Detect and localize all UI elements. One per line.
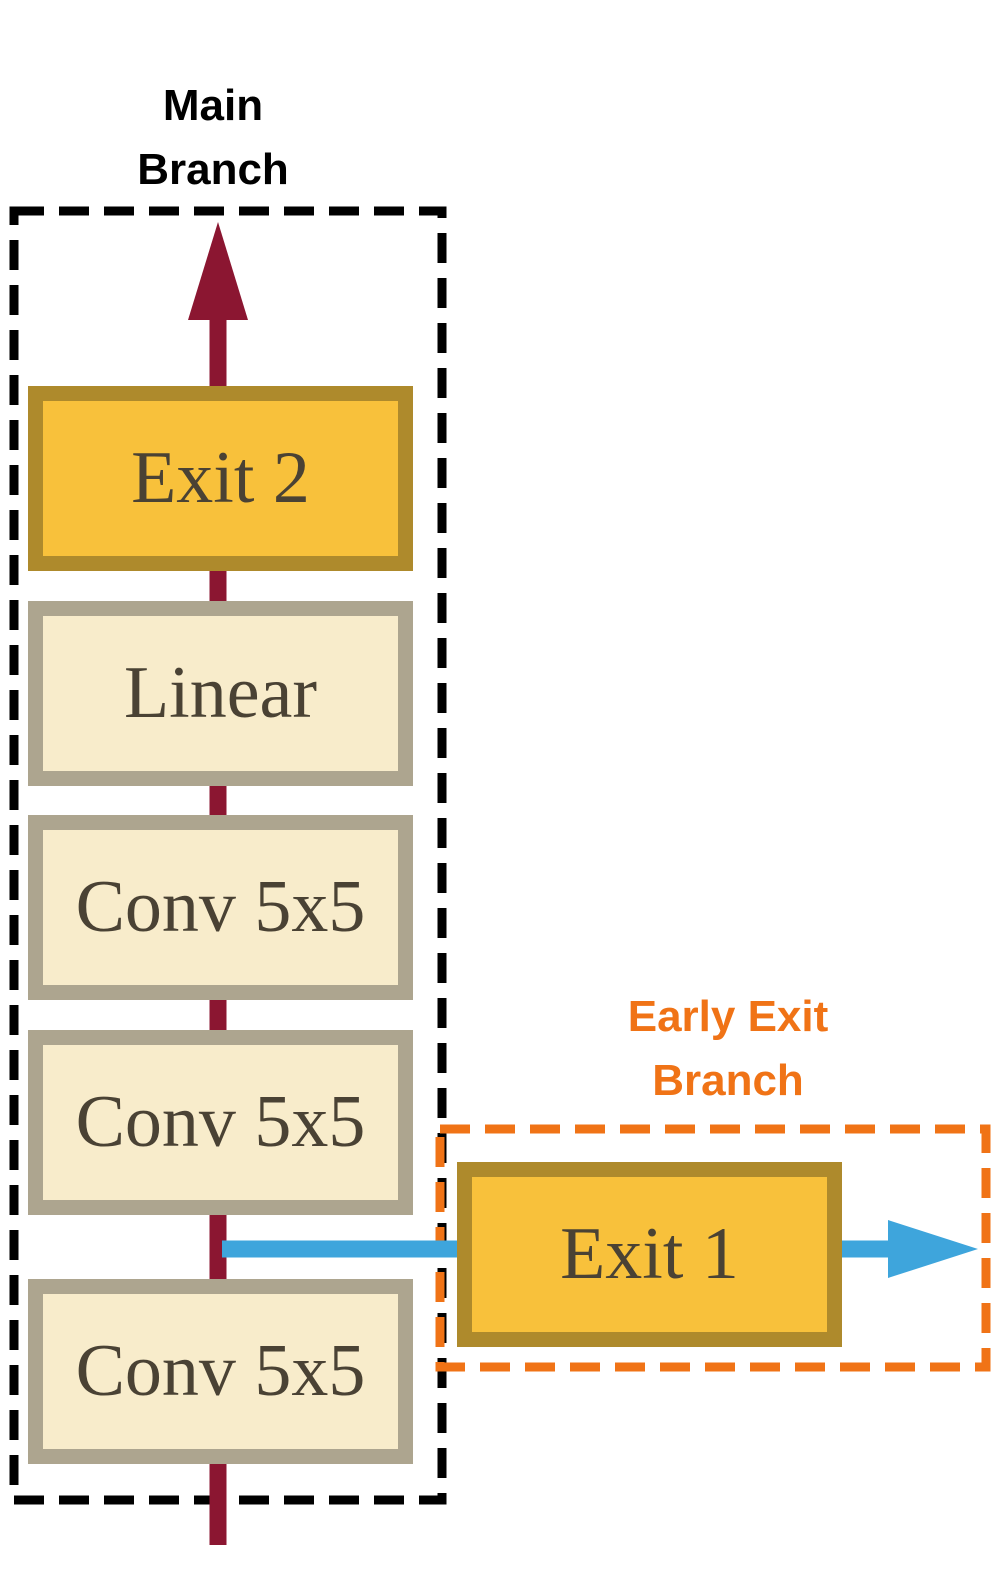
conv-layer-1-label: Conv 5x5 bbox=[75, 1330, 366, 1412]
conv-layer-2-label: Conv 5x5 bbox=[75, 1081, 366, 1163]
early-exit-branch-title: Early Exit Branch bbox=[578, 985, 878, 1113]
exit-2-layer: Exit 2 bbox=[28, 386, 413, 571]
conv-layer-3-label: Conv 5x5 bbox=[75, 866, 366, 948]
exit-1-label: Exit 1 bbox=[560, 1213, 739, 1295]
main-branch-title-line2: Branch bbox=[137, 145, 289, 194]
conv-layer-2: Conv 5x5 bbox=[28, 1030, 413, 1215]
conv-layer-3: Conv 5x5 bbox=[28, 815, 413, 1000]
main-flow-arrowhead bbox=[188, 222, 248, 320]
linear-label: Linear bbox=[123, 652, 318, 734]
early-exit-branch-title-line2: Branch bbox=[652, 1056, 804, 1105]
early-exit-branch-title-line1: Early Exit bbox=[627, 992, 829, 1041]
linear-layer: Linear bbox=[28, 601, 413, 786]
exit-2-label: Exit 2 bbox=[131, 437, 310, 519]
conv-layer-1: Conv 5x5 bbox=[28, 1279, 413, 1464]
exit-1-layer: Exit 1 bbox=[457, 1162, 842, 1347]
early-exit-flow-arrowhead bbox=[888, 1220, 978, 1278]
main-branch-title-line1: Main bbox=[162, 81, 264, 130]
main-branch-title: Main Branch bbox=[63, 74, 363, 202]
